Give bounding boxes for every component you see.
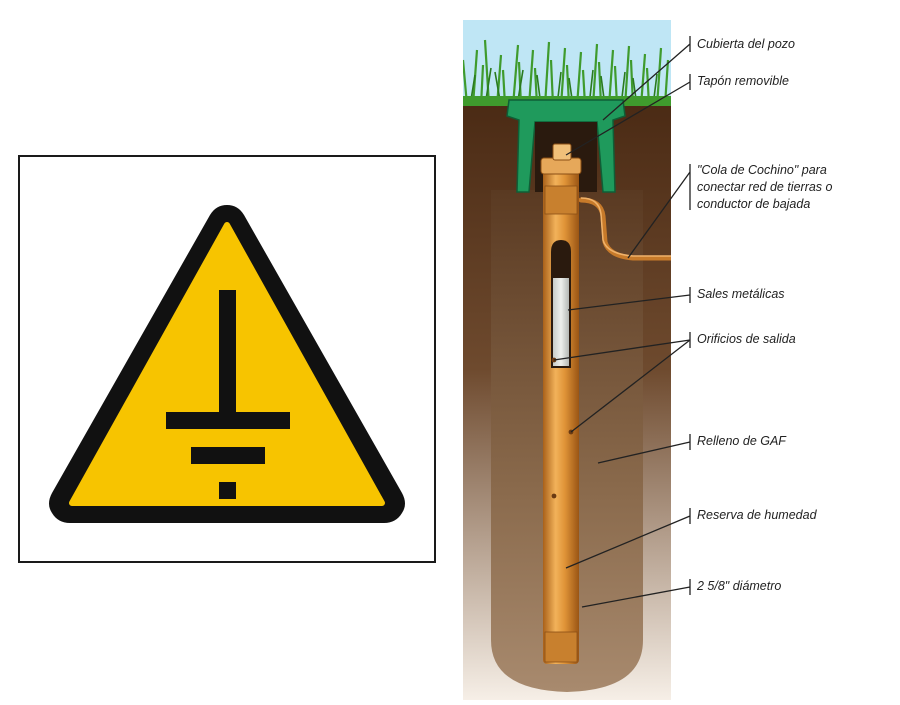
pigtail-highlight — [580, 197, 671, 257]
metal-salts — [553, 278, 569, 366]
label-cubierta-del-pozo: Cubierta del pozo — [697, 37, 795, 51]
label-orificios-de-salida: Orificios de salida — [697, 332, 796, 346]
ground-symbol-bar-1 — [166, 412, 290, 429]
label-relleno-de-gaf: Relleno de GAF — [697, 434, 786, 448]
label-diametro: 2 5/8" diámetro — [697, 579, 782, 593]
label-sales-metalicas: Sales metálicas — [697, 287, 785, 301]
label-cola-line-2: conectar red de tierras o — [697, 180, 833, 194]
removable-plug — [552, 143, 572, 161]
rod-collar — [544, 185, 578, 215]
sky-background — [463, 20, 671, 100]
ground-rod-diagram — [461, 20, 674, 700]
ground-symbol-bar-3 — [219, 482, 236, 499]
label-tapon-removible: Tapón removible — [697, 74, 789, 88]
pigtail-conductor — [578, 197, 674, 261]
exit-hole-3 — [551, 493, 557, 499]
label-reserva-de-humedad: Reserva de humedad — [697, 508, 817, 522]
ground-symbol-stem — [219, 290, 236, 420]
ground-warning-triangle-icon — [49, 205, 405, 523]
rod-bottom-collar — [544, 631, 578, 663]
ground-symbol-bar-2 — [191, 447, 265, 464]
label-cola-line-3: conductor de bajada — [697, 197, 811, 211]
exit-hole-2 — [568, 429, 574, 435]
label-cola-line-1: "Cola de Cochino" para — [697, 163, 827, 177]
exit-hole-1 — [551, 357, 557, 363]
ground-warning-sign — [18, 155, 436, 563]
